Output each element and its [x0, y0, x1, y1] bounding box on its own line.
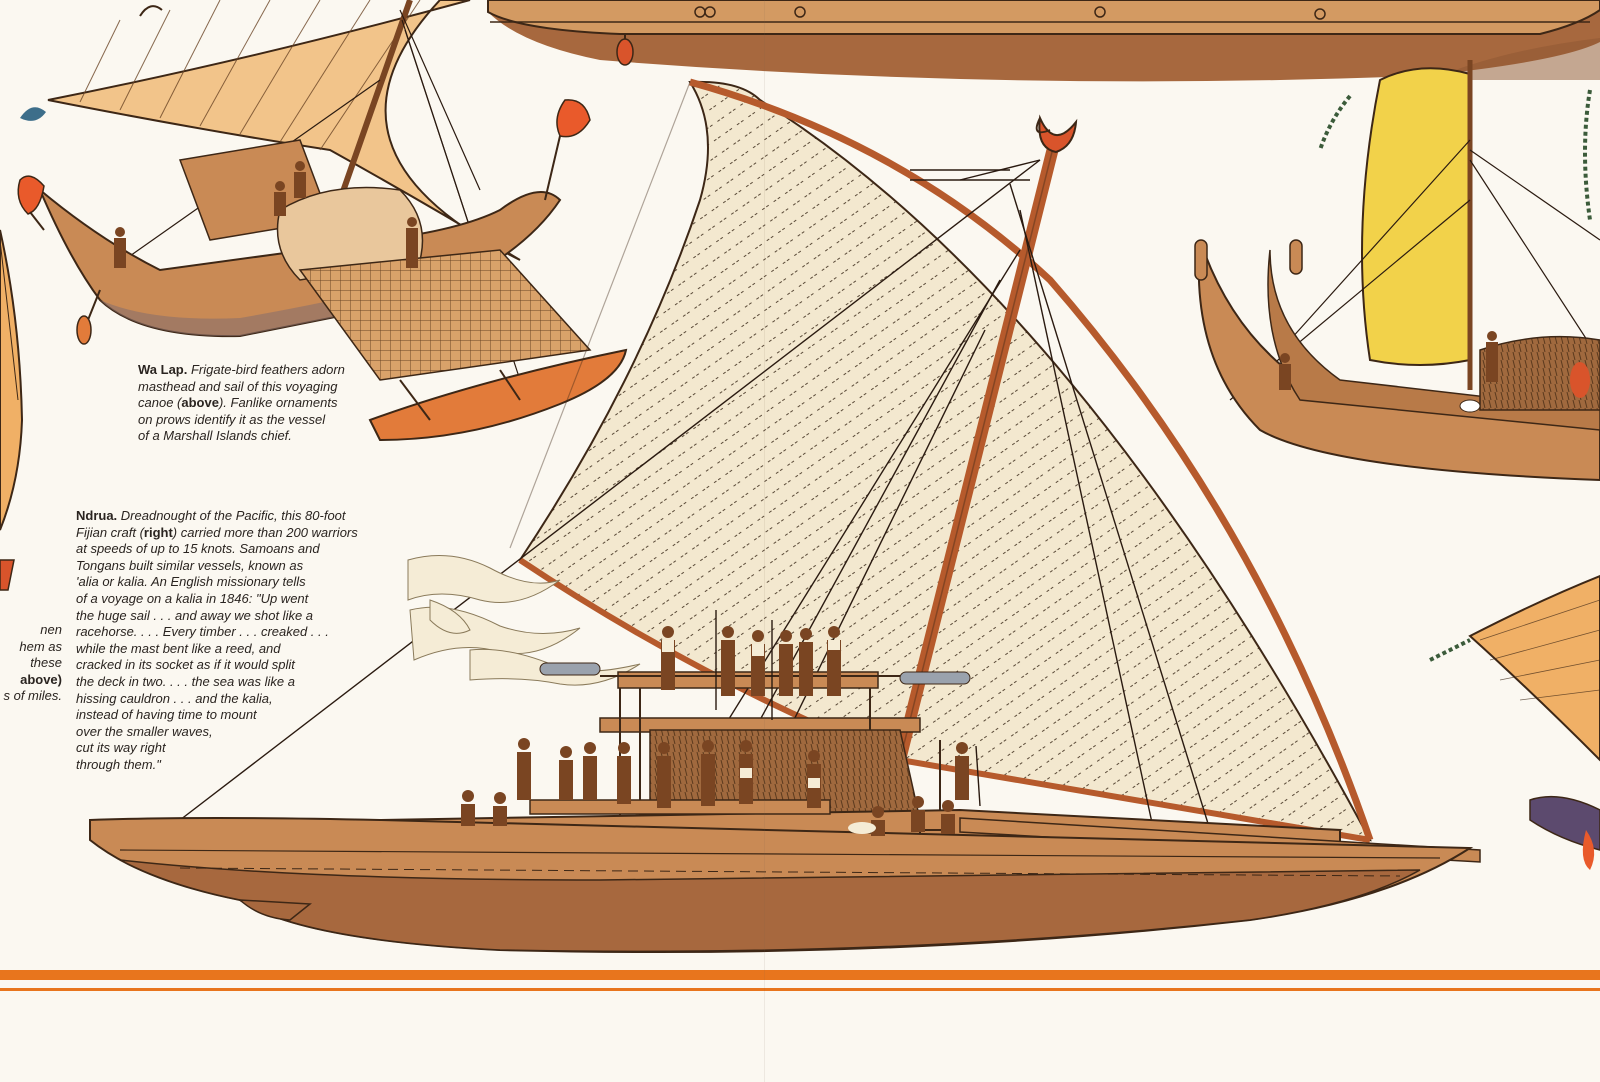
- edge-caption-line-1: nen: [40, 622, 62, 637]
- ndrua-caption-line-2-bold: right: [143, 524, 173, 540]
- walap-caption: Wa Lap. Frigate-bird feathers adorn mast…: [138, 362, 378, 445]
- bottom-rule-thick: [0, 970, 1600, 980]
- ndrua-caption-line-2-pre: Fijian craft (: [76, 524, 144, 540]
- ndrua-caption-line-14: over the smaller waves,: [76, 723, 213, 739]
- ndrua-caption-line-6: of a voyage on a kalia in 1846: "Up went: [76, 590, 309, 606]
- ndrua-caption-line-5: 'alia or kalia. An English missionary te…: [76, 574, 306, 590]
- ndrua-caption-line-3: at speeds of up to 15 knots. Samoans and: [76, 541, 320, 557]
- walap-caption-line-2: masthead and sail of this voyaging: [138, 378, 338, 394]
- edge-caption-line-5: s of miles.: [3, 688, 62, 704]
- page-fold: [764, 0, 765, 1082]
- ndrua-caption-line-10: cracked in its socket as if it would spl…: [76, 657, 295, 673]
- ndrua-caption-line-8: racehorse. . . . Every timber . . . crea…: [76, 624, 329, 640]
- walap-caption-lead: Wa Lap.: [138, 362, 188, 377]
- walap-caption-line-3-pre: canoe (: [138, 395, 182, 411]
- ndrua-caption-lead: Ndrua.: [76, 508, 118, 523]
- walap-caption-line-5: of a Marshall Islands chief.: [138, 428, 292, 444]
- ndrua-canoe: [89, 78, 1481, 953]
- top-center-canoe: [487, 0, 1600, 82]
- right-upper-canoe: [1194, 60, 1600, 482]
- ndrua-caption-line-2-post: ) carried more than 200 warriors: [172, 524, 358, 540]
- edge-caption-fragment: nen hem as these above) s of miles.: [0, 622, 62, 705]
- ndrua-caption: Ndrua. Dreadnought of the Pacific, this …: [76, 508, 406, 774]
- ndrua-caption-line-11: the deck in two. . . . the sea was like …: [76, 673, 295, 689]
- walap-caption-line-1: Frigate-bird feathers adorn: [187, 362, 345, 377]
- walap-caption-line-3-bold: above: [181, 395, 219, 411]
- ndrua-caption-line-12: hissing cauldron . . . and the kalia,: [76, 690, 273, 706]
- ndrua-caption-line-9: while the mast bent like a reed, and: [76, 640, 281, 656]
- ndrua-caption-line-15: cut its way right: [76, 740, 166, 756]
- bottom-rule-thin: [0, 988, 1600, 991]
- walap-caption-line-4: on prows identify it as the vessel: [138, 411, 326, 427]
- ndrua-caption-line-1: Dreadnought of the Pacific, this 80-foot: [117, 508, 346, 523]
- ndrua-caption-line-7: the huge sail . . . and away we shot lik…: [76, 607, 314, 623]
- walap-canoe: [17, 0, 628, 442]
- ndrua-caption-line-4: Tongans built similar vessels, known as: [76, 557, 304, 573]
- ndrua-caption-line-13: instead of having time to mount: [76, 707, 257, 723]
- edge-caption-line-3: these: [30, 655, 62, 671]
- edge-caption-line-2: hem as: [19, 638, 62, 654]
- left-edge-canoe: [0, 229, 24, 591]
- walap-caption-line-3-post: ). Fanlike ornaments: [218, 395, 338, 411]
- edge-caption-line-4: above): [20, 671, 62, 687]
- right-lower-canoe: [1429, 574, 1600, 870]
- ndrua-caption-line-16: through them.": [76, 756, 161, 772]
